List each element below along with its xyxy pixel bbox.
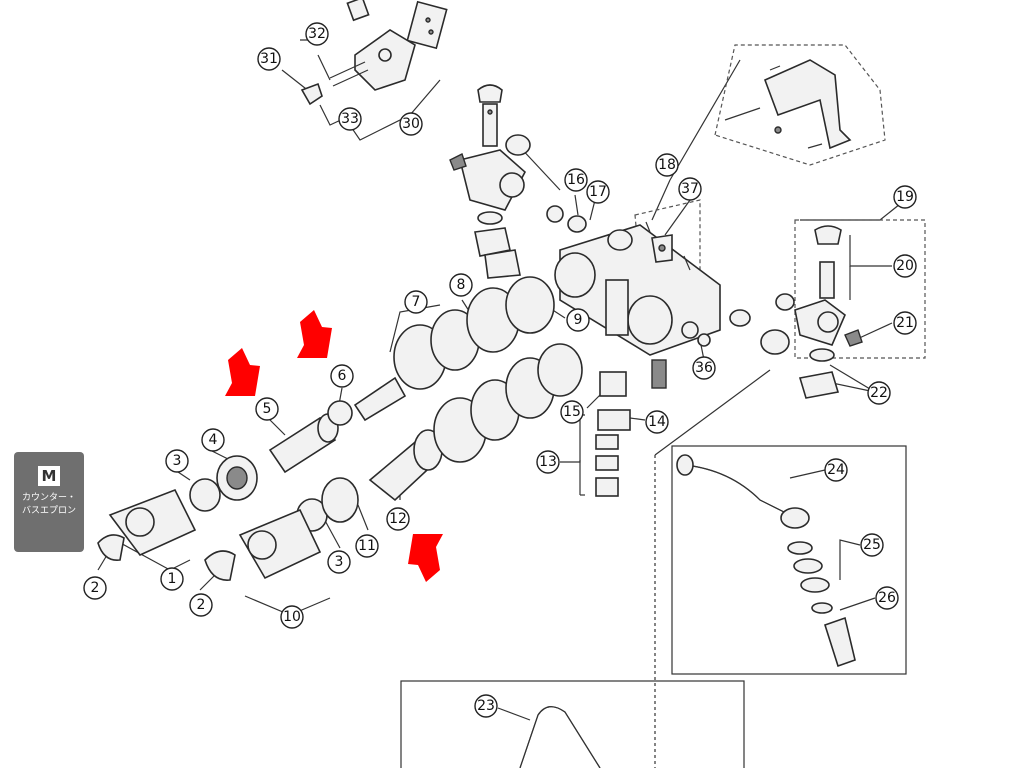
svg-text:2: 2 [91,580,100,596]
svg-text:12: 12 [389,511,407,527]
svg-text:11: 11 [358,538,376,554]
svg-text:6: 6 [338,368,347,384]
svg-text:23: 23 [477,698,495,714]
callout-3b: 3 [327,550,351,574]
callout-15: 15 [560,400,584,424]
red-arrow-part-12 [408,534,443,582]
svg-text:5: 5 [263,401,272,417]
svg-text:36: 36 [695,360,713,376]
svg-text:13: 13 [539,454,557,470]
svg-text:37: 37 [681,181,699,197]
upper-cartridge-parts [189,276,555,512]
svg-text:22: 22 [870,385,888,401]
pipe-box-24 [671,445,907,675]
svg-text:19: 19 [896,189,914,205]
callout-2a: 2 [83,576,107,600]
callout-8: 8 [449,273,473,297]
svg-text:16: 16 [567,172,585,188]
callout-24: 24 [824,458,848,482]
callout-16: 16 [564,168,588,192]
handles [97,488,322,581]
svg-text:25: 25 [863,537,881,553]
callout-4: 4 [201,428,225,452]
tab-line-1: カウンター・ [21,493,76,503]
callout-7: 7 [404,290,428,314]
svg-text:14: 14 [648,414,666,430]
red-arrow-part-5 [225,348,260,396]
callout-32: 32 [305,22,329,46]
svg-text:9: 9 [574,312,583,328]
leader-lines [97,39,906,721]
callout-13: 13 [536,450,560,474]
svg-text:3: 3 [335,554,344,570]
callout-36: 36 [692,356,716,380]
svg-text:24: 24 [827,462,845,478]
lower-cartridge-parts [296,343,631,532]
red-arrow-part-6 [297,310,332,358]
callout-3a: 3 [165,449,189,473]
callout-21: 21 [893,311,917,335]
svg-text:30: 30 [402,116,420,132]
svg-text:15: 15 [563,404,581,420]
main-body [554,221,790,389]
callout-22: 22 [867,381,891,405]
callout-18: 18 [655,153,679,177]
callout-25: 25 [860,533,884,557]
mounting-bracket [724,59,852,150]
callout-37: 37 [678,177,702,201]
callout-2b: 2 [189,593,213,617]
svg-text:33: 33 [341,111,359,127]
callout-14: 14 [645,410,669,434]
highlight-arrows [225,310,443,582]
svg-text:20: 20 [896,258,914,274]
right-valve-assembly [775,225,863,399]
svg-text:4: 4 [209,432,218,448]
pipe-23-assembly [519,706,601,768]
callout-31: 31 [257,47,281,71]
svg-text:1: 1 [168,571,177,587]
upper-valve-assembly [449,84,587,279]
callout-6: 6 [330,364,354,388]
assembly-boxes [634,44,926,768]
callout-1: 1 [160,567,184,591]
svg-text:2: 2 [197,597,206,613]
svg-text:17: 17 [589,184,607,200]
tab-line-2: バスエプロン [21,506,76,516]
callout-19: 19 [893,185,917,209]
callout-17: 17 [586,180,610,204]
category-side-tab[interactable]: M カウンター・ バスエプロン [14,452,84,552]
callout-10: 10 [280,605,304,629]
callout-23: 23 [474,694,498,718]
svg-text:10: 10 [283,609,301,625]
svg-text:8: 8 [457,277,466,293]
tab-letter: M [38,466,60,486]
svg-text:21: 21 [896,315,914,331]
svg-text:18: 18 [658,157,676,173]
callout-9: 9 [566,308,590,332]
handle-cap-group [300,0,448,106]
callout-12: 12 [386,507,410,531]
callout-5: 5 [255,397,279,421]
svg-text:3: 3 [173,453,182,469]
svg-text:31: 31 [260,51,278,67]
callout-26: 26 [875,586,899,610]
callout-20: 20 [893,254,917,278]
svg-text:32: 32 [308,26,326,42]
callout-33: 33 [338,107,362,131]
pipe-box-23 [400,680,745,768]
pipe-24-assembly [676,454,856,668]
svg-text:7: 7 [412,294,421,310]
svg-text:26: 26 [878,590,896,606]
callout-30: 30 [399,112,423,136]
callout-labels: 1 2 2 3 3 4 5 6 7 8 9 10 11 12 13 14 15 … [83,22,917,718]
callout-11: 11 [355,534,379,558]
